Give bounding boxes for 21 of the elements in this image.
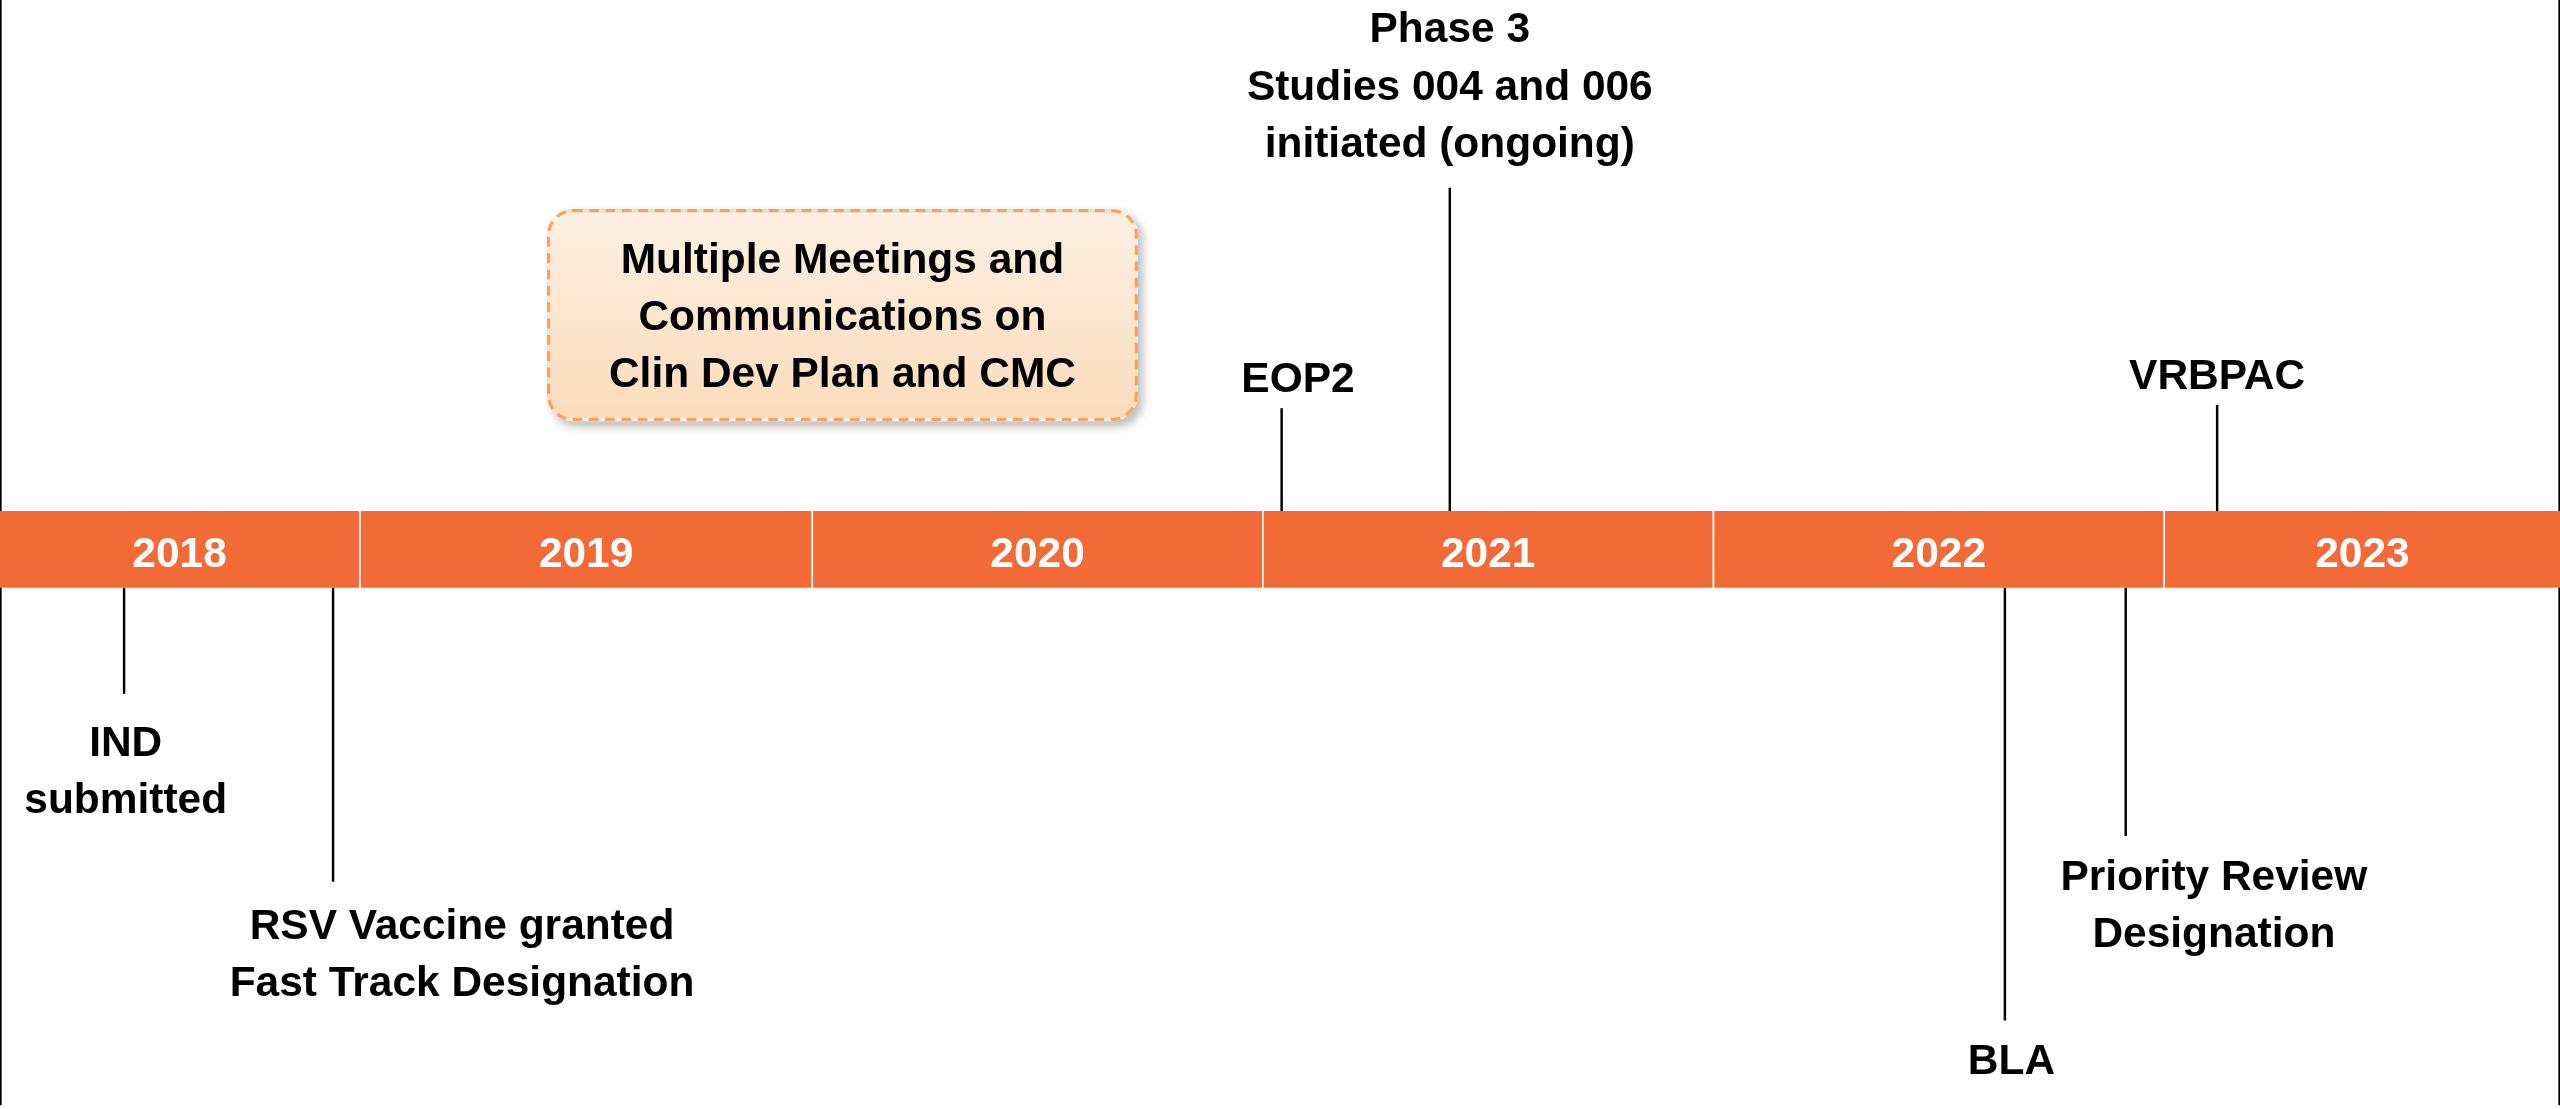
leader-line <box>331 587 335 882</box>
year-segment: 2018 <box>0 511 360 588</box>
year-segment: 2023 <box>2163 511 2560 588</box>
note-box: Multiple Meetings and Communications on Clin Dev Plan and CMC <box>546 209 1138 422</box>
event-label: RSV Vaccine granted Fast Track Designation <box>217 896 707 1011</box>
year-segment: 2021 <box>1262 511 1713 588</box>
leader-line <box>1448 187 1451 511</box>
event-label: IND submitted <box>11 713 240 828</box>
event-label: Priority Review Designation <box>2017 847 2410 962</box>
year-segment: 2019 <box>359 511 812 588</box>
event-heading: Phase 3 <box>1368 2 1531 55</box>
event-label: VRBPAC <box>2053 346 2381 404</box>
leader-line <box>2124 587 2127 836</box>
leader-line <box>1280 408 1283 511</box>
leader-line <box>122 587 126 694</box>
leader-line <box>2003 587 2007 1021</box>
event-label: BLA <box>1913 1031 2110 1089</box>
year-segment: 2022 <box>1712 511 2164 588</box>
event-label: Studies 004 and 006 initiated (ongoing) <box>1245 59 1654 169</box>
leader-line <box>2215 404 2219 511</box>
year-segment: 2020 <box>811 511 1263 588</box>
